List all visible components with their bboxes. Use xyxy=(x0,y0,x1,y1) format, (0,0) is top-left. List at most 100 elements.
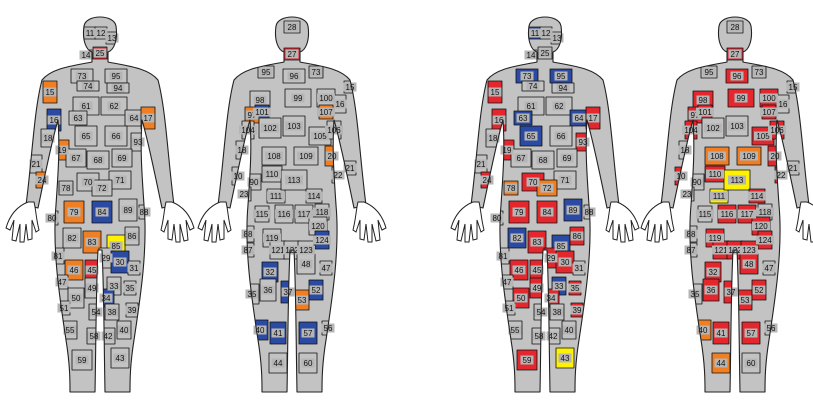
region-label: 40 xyxy=(120,326,129,335)
region-label: 48 xyxy=(302,260,311,269)
region-label: 102 xyxy=(706,124,720,133)
region-label: 12 xyxy=(97,29,106,38)
region-label: 53 xyxy=(298,296,307,305)
region-label: 11 xyxy=(86,29,95,38)
right-hand xyxy=(606,202,639,242)
region-label: 107 xyxy=(319,108,333,117)
region-label: 73 xyxy=(312,68,321,77)
region-label: 82 xyxy=(68,234,77,243)
region-label: 20 xyxy=(328,152,337,161)
region-label: 106 xyxy=(770,126,784,135)
region-label: 103 xyxy=(730,122,744,131)
region-label: 18 xyxy=(44,134,53,143)
region-label: 69 xyxy=(563,154,572,163)
region-label: 35 xyxy=(126,284,135,293)
region-label: 114 xyxy=(308,192,321,201)
region-label: 89 xyxy=(124,206,133,215)
region-label: 31 xyxy=(130,264,139,273)
region-label: 20 xyxy=(771,152,780,161)
region-label: 99 xyxy=(737,94,746,103)
region-label: 79 xyxy=(70,208,79,217)
region-label: 33 xyxy=(555,282,564,291)
region-label: 100 xyxy=(762,94,776,103)
region-label: 115 xyxy=(699,210,712,219)
region-label: 95 xyxy=(705,68,714,77)
region-label: 22 xyxy=(777,171,786,180)
region-label: 94 xyxy=(114,84,123,93)
region-label: 95 xyxy=(557,72,566,81)
region-label: 114 xyxy=(751,192,764,201)
region-label: 43 xyxy=(561,354,570,363)
region-label: 39 xyxy=(573,306,582,315)
region-label: 55 xyxy=(66,326,75,335)
region-label: 82 xyxy=(513,234,522,243)
region-label: 10 xyxy=(234,172,243,181)
region-label: 78 xyxy=(62,184,71,193)
region-label: 96 xyxy=(290,72,299,81)
region-label: 66 xyxy=(557,132,566,141)
region-label: 86 xyxy=(573,232,582,241)
region-label: 111 xyxy=(713,192,726,201)
region-label: 17 xyxy=(144,114,153,123)
region-label: 90 xyxy=(250,178,259,187)
region-label: 109 xyxy=(742,152,756,161)
region-label: 24 xyxy=(483,176,492,185)
region-label: 32 xyxy=(266,268,275,277)
region-label: 24 xyxy=(38,176,47,185)
right-hand xyxy=(353,202,386,242)
left-hand xyxy=(198,202,231,242)
region-label: 42 xyxy=(104,332,113,341)
region-label: 116 xyxy=(278,210,291,219)
region-label: 87 xyxy=(244,246,253,255)
region-label: 16 xyxy=(779,100,788,109)
region-label: 110 xyxy=(709,170,722,179)
region-label: 120 xyxy=(311,222,325,231)
region-label: 15 xyxy=(789,83,798,92)
region-label: 71 xyxy=(561,176,570,185)
region-label: 89 xyxy=(569,206,578,215)
region-label: 36 xyxy=(264,286,273,295)
region-label: 67 xyxy=(72,154,81,163)
left-hand xyxy=(6,202,39,242)
region-label: 117 xyxy=(741,210,754,219)
region-label: 49 xyxy=(88,284,97,293)
region-label: 95 xyxy=(112,72,121,81)
region-label: 113 xyxy=(288,176,301,185)
region-label: 14 xyxy=(82,51,91,60)
region-label: 17 xyxy=(589,114,598,123)
region-label: 47 xyxy=(765,264,774,273)
region-label: 45 xyxy=(533,266,542,275)
region-label: 15 xyxy=(346,83,355,92)
region-label: 103 xyxy=(287,122,301,131)
region-label: 15 xyxy=(46,88,55,97)
region-label: 25 xyxy=(541,49,550,58)
region-label: 16 xyxy=(336,100,345,109)
region-label: 68 xyxy=(94,156,103,165)
region-label: 14 xyxy=(527,51,536,60)
region-label: 21 xyxy=(477,160,486,169)
region-label: 30 xyxy=(116,258,125,267)
region-label: 61 xyxy=(527,102,536,111)
region-label: 59 xyxy=(523,356,532,365)
region-label: 117 xyxy=(298,210,311,219)
region-label: 72 xyxy=(543,184,552,193)
region-label: 70 xyxy=(84,178,93,187)
region-label: 65 xyxy=(82,132,91,141)
region-label: 47 xyxy=(322,264,331,273)
region-label: 60 xyxy=(304,359,313,368)
region-label: 83 xyxy=(88,238,97,247)
region-label: 41 xyxy=(717,329,726,338)
region-label: 119 xyxy=(709,234,722,243)
region-label: 84 xyxy=(543,208,552,217)
region-label: 115 xyxy=(256,210,269,219)
region-label: 71 xyxy=(116,176,125,185)
body-figure-front-2: 1112131425737495946162636465661516171819… xyxy=(451,17,639,392)
region-label: 98 xyxy=(256,96,265,105)
region-label: 52 xyxy=(312,286,321,295)
region-label: 42 xyxy=(549,332,558,341)
region-label: 64 xyxy=(130,114,139,123)
region-label: 119 xyxy=(266,234,279,243)
region-label: 110 xyxy=(266,170,279,179)
region-label: 108 xyxy=(710,152,724,161)
